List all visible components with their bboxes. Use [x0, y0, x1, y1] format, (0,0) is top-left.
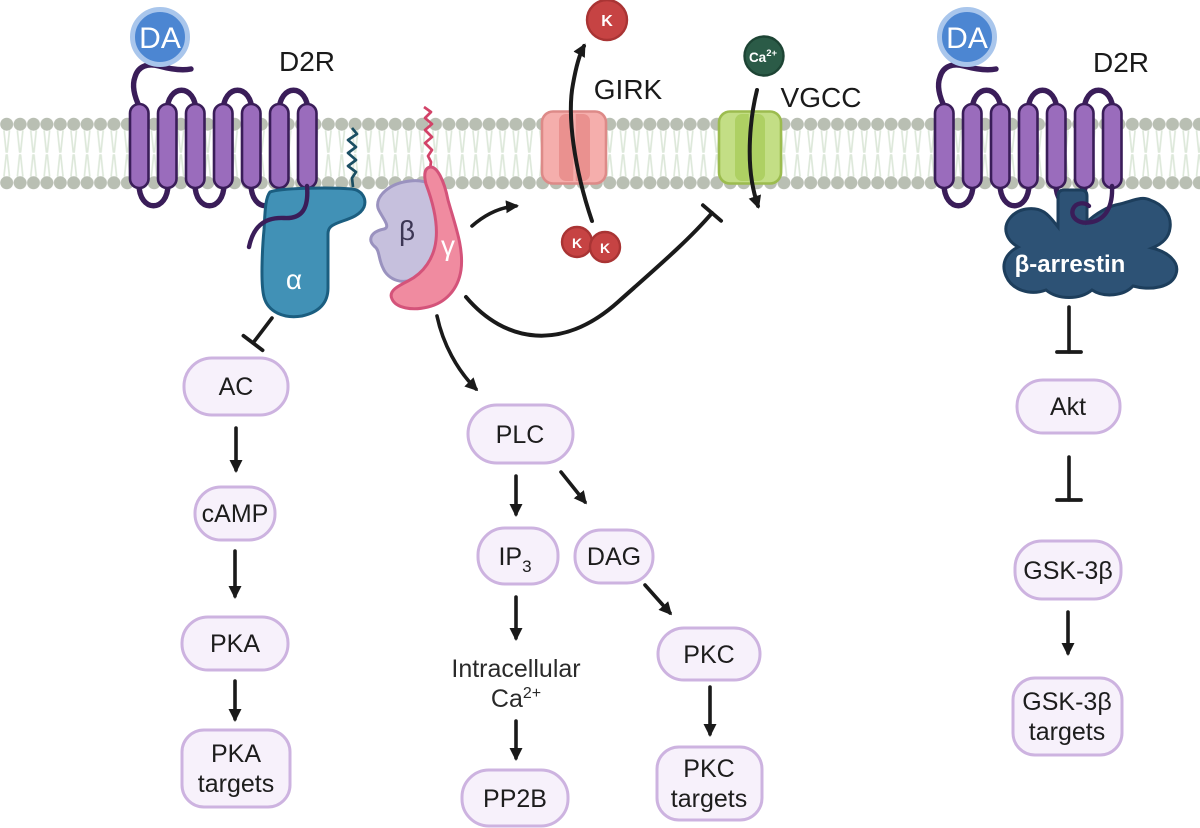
bg-activates-plc-arrow — [435, 314, 479, 392]
k-label-out: K — [601, 13, 613, 30]
alpha-label: α — [286, 264, 302, 295]
pkc-targets-line1: PKC — [683, 755, 734, 783]
node-pp2b: PP2B — [460, 768, 570, 828]
potassium-ion-in-2: K — [588, 230, 622, 264]
node-plc: PLC — [466, 403, 575, 465]
calcium-ion: Ca2+ — [743, 35, 785, 77]
bg-activates-girk-arrow — [470, 200, 519, 228]
da-ligand-right: DA — [937, 7, 997, 67]
plc-to-dag-arrow — [559, 470, 587, 505]
alpha-inhibits-ac-line — [241, 316, 274, 353]
node-pkc: PKC — [656, 626, 762, 682]
node-dag: DAG — [573, 528, 655, 585]
g-alpha-subunit — [260, 186, 367, 319]
node-camp: cAMP — [193, 485, 277, 542]
gamma-label: γ — [441, 230, 455, 261]
node-gsk3b: GSK-3β — [1013, 539, 1123, 601]
akt-label: Akt — [1050, 393, 1086, 421]
node-ac: AC — [182, 356, 290, 417]
d2r-label-right: D2R — [1093, 47, 1149, 78]
potassium-ion-out: K — [585, 0, 629, 42]
potassium-ion-in-1: K — [560, 225, 594, 259]
node-akt: Akt — [1015, 378, 1122, 435]
receptor-c-terminus-right — [1070, 183, 1115, 225]
dag-to-pkc-arrow — [643, 583, 672, 616]
k-label-in-1: K — [572, 235, 582, 251]
da-label-right: DA — [946, 22, 988, 55]
ip3-label: IP3 — [498, 543, 531, 576]
girk-label: GIRK — [594, 74, 663, 105]
pkc-label: PKC — [683, 641, 734, 669]
ac-label: AC — [219, 373, 254, 401]
bg-inhibits-vgcc-line — [464, 203, 724, 338]
gsk3b-targets-line1: GSK-3β — [1022, 688, 1111, 716]
beta-label: β — [399, 215, 415, 246]
dag-label: DAG — [587, 543, 641, 571]
g-gamma-subunit — [389, 165, 464, 311]
node-pka-targets: PKA targets — [180, 728, 292, 809]
receptor-c-terminus-left — [246, 183, 310, 250]
plc-label: PLC — [496, 421, 545, 449]
pp2b-label: PP2B — [483, 785, 547, 813]
pkc-targets-line2: targets — [671, 785, 747, 813]
pka-targets-line1: PKA — [211, 740, 261, 768]
da-label-left: DA — [139, 22, 181, 55]
node-pkc-targets: PKC targets — [655, 745, 764, 822]
beta-arrestin — [1002, 188, 1179, 299]
d2r-label-left: D2R — [279, 46, 335, 77]
ca-influx-arrow — [747, 88, 762, 209]
beta-arrestin-label: β-arrestin — [1015, 251, 1126, 278]
da-ligand-left: DA — [130, 7, 190, 67]
node-ip3: IP3 — [476, 526, 560, 586]
vgcc-label: VGCC — [781, 82, 862, 113]
k-label-in-2: K — [600, 240, 610, 256]
intracellular-ca-line1: Intracellular — [451, 655, 580, 683]
pka-label: PKA — [210, 630, 260, 658]
gsk3b-label: GSK-3β — [1023, 557, 1112, 585]
k-efflux-arrow — [568, 43, 594, 223]
gamma-lipid-anchor — [423, 105, 434, 170]
camp-label: cAMP — [202, 500, 269, 528]
pka-targets-line2: targets — [198, 770, 274, 798]
alpha-lipid-anchor — [346, 127, 359, 188]
node-pka: PKA — [180, 615, 290, 672]
node-gsk3b-targets: GSK-3β targets — [1011, 676, 1124, 757]
ca-ion-label: Ca2+ — [749, 48, 778, 65]
gsk3b-targets-line2: targets — [1029, 718, 1105, 746]
intracellular-ca-line2: Ca2+ — [491, 685, 541, 713]
